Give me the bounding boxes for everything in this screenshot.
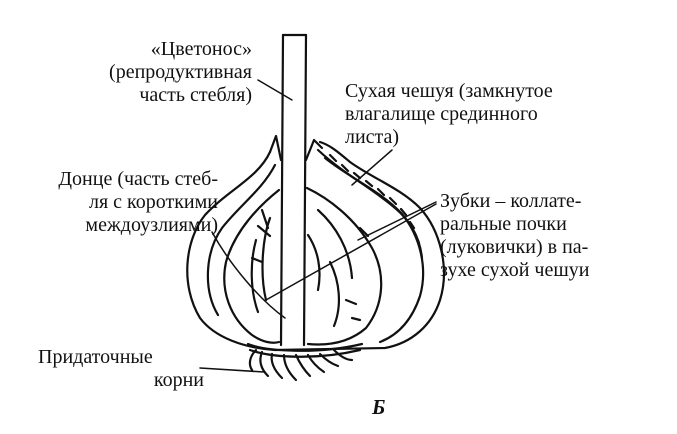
label-line: зухе сухой чешуи [440,259,590,281]
label-line: часть стебля) [139,84,252,106]
label-line: Донце (часть стеб- [58,168,218,190]
label-line: «Цветонос» [150,38,252,60]
label-line: Придаточные [38,346,153,368]
leader-sukhaya [351,149,393,186]
adventitious-roots [248,348,354,382]
leader-korni [199,367,265,373]
label-line: междоузлиями) [85,214,218,236]
label-dry-scale: Сухая чешуя (замкнутое влагалище срединн… [345,80,655,149]
label-line: ля с короткими [88,191,218,213]
flower-stalk [279,33,285,347]
label-basal-plate: Донце (часть стеб- ля с короткими междоу… [10,168,218,237]
label-line: корни [153,369,204,391]
label-line: ральные почки [440,213,567,235]
leader-zubki-1 [357,201,437,241]
leader-zubki-2 [265,203,437,301]
bulb-outer-outline [186,140,446,352]
figure-letter: Б [372,395,386,419]
label-adventitious-roots: Придаточные корни [38,346,208,392]
label-line: влагалище срединного [345,103,538,125]
label-flower-stalk: «Цветонос» (репродуктивная часть стебля) [30,38,252,107]
label-line: Сухая чешуя (замкнутое [345,80,553,102]
clove-right [305,186,383,346]
label-line: (луковички) в па- [440,236,589,258]
bulb-inner-outline [206,163,277,317]
clove-left [223,188,281,344]
label-cloves: Зубки – коллате- ральные почки (луковичк… [440,190,665,282]
basal-plate [246,342,364,352]
leader-tsvetonos [257,79,293,101]
label-line: Зубки – коллате- [440,190,582,212]
leader-lines [199,79,437,373]
leader-dontse [211,231,286,319]
label-line: листа) [345,126,400,148]
label-line: (репродуктивная [109,61,252,83]
